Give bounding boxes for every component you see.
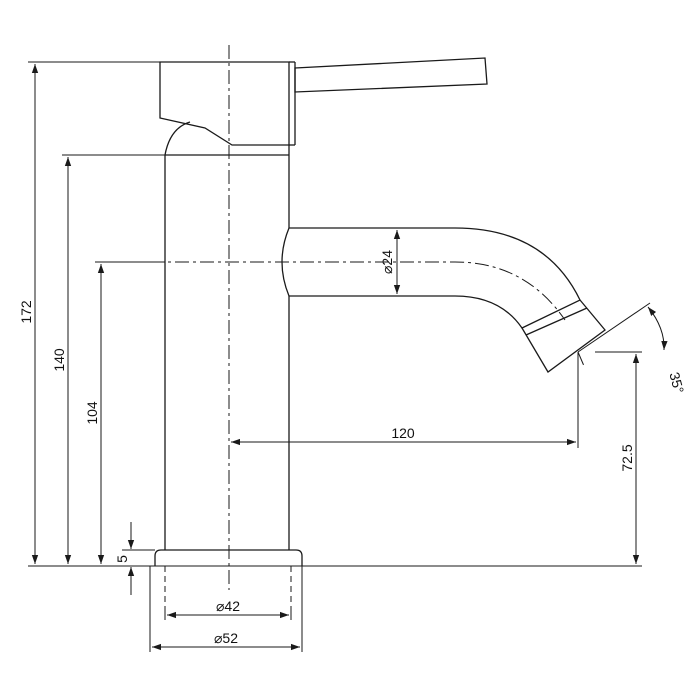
label-spout-axis-height: 104 — [84, 401, 100, 425]
spout-lower-edge — [289, 295, 523, 329]
label-base-thickness: 5 — [114, 555, 130, 563]
spout-collar-line — [525, 307, 588, 336]
handle-block — [159, 61, 290, 146]
label-spout-reach: 120 — [391, 425, 415, 441]
dimension-lines — [31, 64, 668, 651]
label-body-diameter: ⌀42 — [216, 598, 240, 614]
label-outlet-angle: 35° — [666, 370, 687, 395]
extension-lines — [28, 61, 651, 652]
spout-upper-edge — [289, 227, 581, 301]
centerlines — [100, 45, 585, 590]
dim-arc-35 — [647, 306, 668, 351]
dimension-labels: 172 140 104 5 120 72.5 ⌀24 ⌀42 ⌀52 35° — [18, 250, 687, 646]
spout-centerline — [100, 261, 566, 321]
label-outlet-height: 72.5 — [619, 444, 635, 471]
label-base-diameter: ⌀52 — [214, 630, 238, 646]
faucet-outline — [154, 57, 606, 610]
label-spout-top-height: 140 — [51, 348, 67, 372]
body-dome — [164, 121, 191, 156]
label-spout-diameter: ⌀24 — [379, 250, 395, 274]
spout-collar — [521, 299, 606, 373]
lever — [294, 57, 488, 93]
ext-angle-ray — [577, 302, 651, 353]
label-total-height: 172 — [18, 300, 34, 324]
outlet-centerline — [577, 351, 585, 367]
